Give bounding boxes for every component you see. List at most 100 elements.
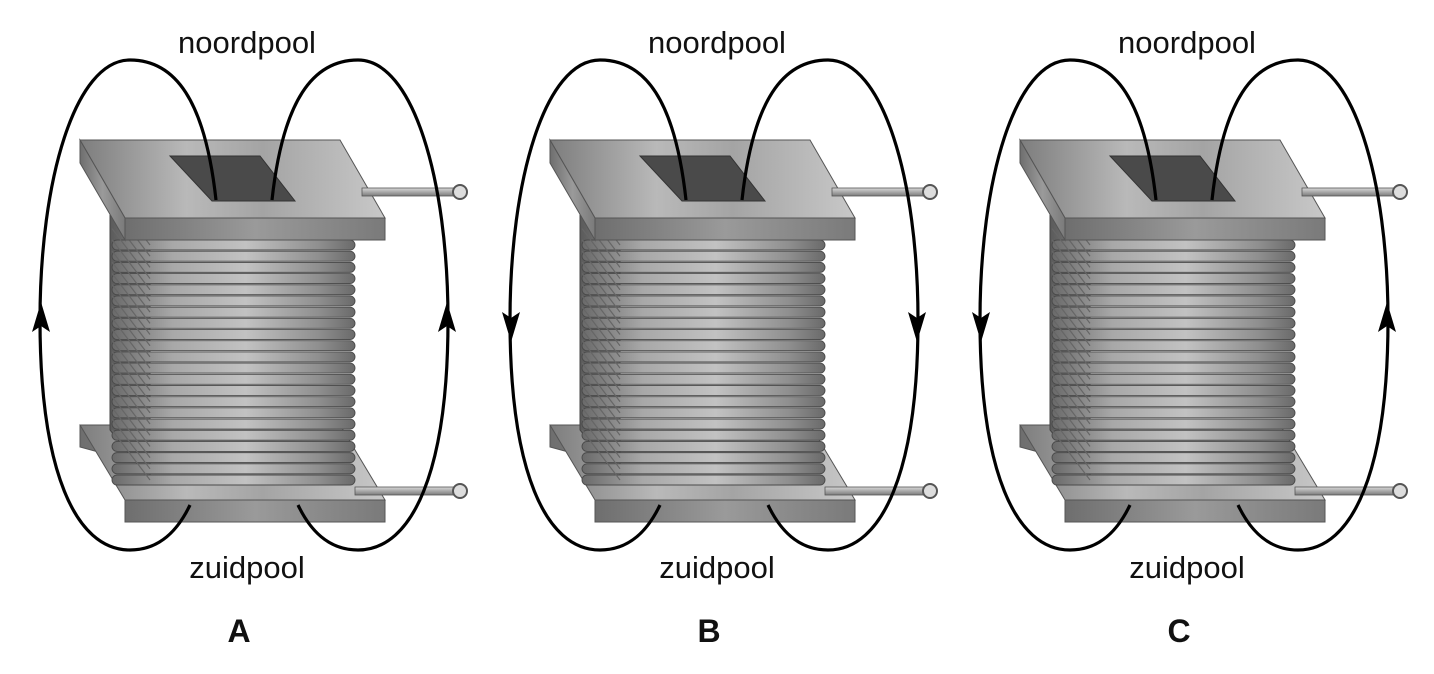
coil-winding-side: [1051, 250, 1091, 302]
coil-winding-side: [1051, 295, 1091, 347]
coil-winding-side: [111, 351, 151, 403]
coil-winding-side: [111, 384, 151, 436]
coil-winding-side: [111, 284, 151, 335]
field-line-right: [1210, 58, 1390, 552]
coil-winding: [111, 351, 356, 363]
coil-winding: [1051, 373, 1296, 385]
terminal-ring: [1392, 483, 1408, 499]
coil-winding: [581, 340, 826, 352]
top-plate-front: [124, 217, 386, 241]
field-arrow-left: [32, 302, 50, 332]
coil-winding-side: [581, 384, 621, 436]
coil-winding-side: [581, 306, 621, 358]
coil-winding: [111, 306, 356, 318]
lead-wire: [824, 486, 926, 496]
coil-winding-side: [111, 250, 151, 302]
coil-winding-side: [581, 351, 621, 403]
coil-winding: [1051, 340, 1296, 352]
lead-wire: [831, 187, 926, 197]
core-hole: [638, 155, 767, 202]
coil-b: [549, 138, 938, 523]
coil-winding-side: [581, 340, 621, 391]
coil-winding-side: [1051, 306, 1091, 358]
terminal-ring: [1392, 184, 1408, 200]
coil-winding-side: [111, 306, 151, 358]
coil-winding: [581, 373, 826, 385]
south-pole-label: zuidpool: [659, 550, 774, 585]
coil-winding: [581, 396, 826, 408]
coil-winding: [581, 440, 826, 452]
field-arrow-right: [908, 312, 926, 342]
field-lines-b: [502, 58, 926, 552]
bottom-plate-front: [594, 499, 856, 523]
panel-c: noordpool zuidpool C: [972, 25, 1408, 649]
coil-winding: [1051, 239, 1296, 251]
lead-wire: [1301, 187, 1396, 197]
coil-winding: [111, 452, 356, 464]
coil-c: [1019, 138, 1408, 523]
coil-winding: [111, 340, 356, 352]
coil-winding: [111, 418, 356, 430]
coil-winding: [1051, 250, 1296, 262]
coil-winding-side: [111, 373, 151, 425]
coil-winding: [1051, 351, 1296, 363]
panel-b: noordpool zuidpool B: [502, 25, 938, 649]
coil-winding: [111, 362, 356, 374]
field-lines-c: [972, 58, 1396, 552]
coil-winding: [111, 440, 356, 452]
coil-winding: [1051, 273, 1296, 285]
north-pole-label: noordpool: [1118, 25, 1256, 60]
north-pole-label: noordpool: [178, 25, 316, 60]
field-arrow-right: [1378, 302, 1396, 332]
coil-winding: [581, 385, 826, 396]
bottom-plate-front: [124, 499, 386, 523]
coil-winding: [1051, 329, 1296, 340]
coil-winding-side: [581, 373, 621, 425]
coil-winding: [581, 429, 826, 441]
coil-winding: [1051, 452, 1296, 464]
coil-winding: [111, 284, 356, 296]
coil-winding-side: [1051, 261, 1091, 313]
top-plate-front: [594, 217, 856, 241]
coil-winding: [581, 261, 826, 273]
coil-winding-side: [111, 418, 151, 470]
coil-winding-side: [1051, 351, 1091, 403]
coil-winding: [1051, 385, 1296, 396]
coil-winding-side: [581, 362, 621, 414]
coil-winding: [1051, 474, 1296, 486]
coil-winding: [111, 429, 356, 441]
coil-winding-side: [581, 418, 621, 470]
coil-winding-side: [581, 407, 621, 458]
field-line-right: [740, 58, 920, 552]
coil-winding: [1051, 429, 1296, 441]
coil-winding-side: [111, 261, 151, 313]
coil-winding-side: [581, 239, 621, 291]
top-plate-front: [1064, 217, 1326, 241]
coil-winding-side: [581, 295, 621, 347]
terminal-ring: [452, 483, 468, 499]
coil-winding: [581, 452, 826, 464]
coil-winding: [1051, 284, 1296, 296]
coil-winding: [111, 385, 356, 396]
coil-winding-side: [1051, 328, 1091, 380]
lead-wire: [1294, 486, 1396, 496]
coil-winding-side: [111, 396, 151, 447]
coil-winding: [581, 351, 826, 363]
core-hole: [168, 155, 297, 202]
coil-winding: [581, 329, 826, 340]
coil-winding: [1051, 418, 1296, 430]
coil-winding: [1051, 396, 1296, 408]
coil-winding-side: [111, 317, 151, 369]
coil-winding: [1051, 295, 1296, 307]
coil-winding: [111, 239, 356, 251]
coil-winding: [581, 273, 826, 285]
coil-winding: [1051, 362, 1296, 374]
coil-winding: [111, 474, 356, 486]
coil-winding-side: [1051, 429, 1091, 481]
coil-winding: [581, 250, 826, 262]
coil-winding-side: [1051, 362, 1091, 414]
coil-winding-side: [581, 228, 621, 279]
coil-winding: [581, 362, 826, 374]
coil-winding-side: [111, 272, 151, 324]
